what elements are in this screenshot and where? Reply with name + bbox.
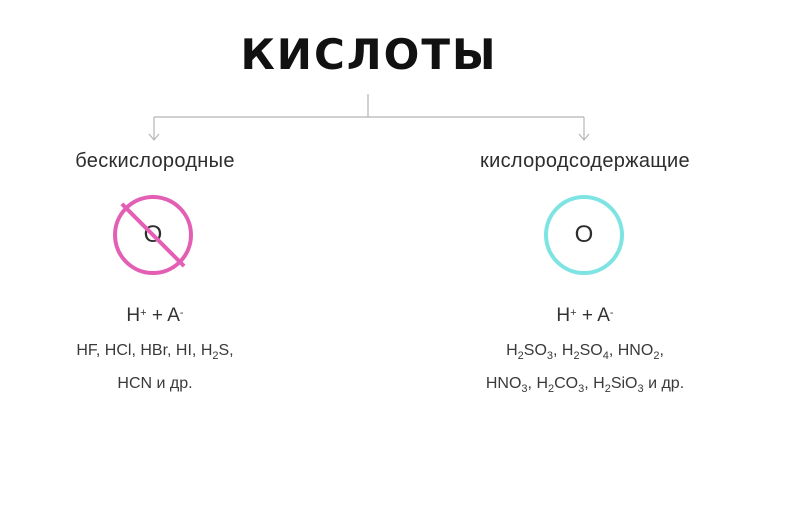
oxygen-icon: O xyxy=(544,195,634,285)
branch-label-oxygen-containing: кислородсодержащие xyxy=(480,150,690,172)
oxygen-free-branch: бескислородные O H+ + A- HF, HCl, HBr, H… xyxy=(30,150,280,397)
page-title: КИСЛОТЫ xyxy=(240,30,498,79)
examples-oxygen-free: HF, HCl, HBr, HI, H2S, HCN и др. xyxy=(30,337,280,397)
no-oxygen-icon: O xyxy=(113,195,203,285)
circle-ring xyxy=(544,195,624,275)
branch-label-oxygen-free: бескислородные xyxy=(75,150,235,172)
arrow-down-icon xyxy=(578,133,590,141)
arrow-down-icon xyxy=(148,133,160,141)
ion-formula: H+ + A- xyxy=(126,305,184,326)
examples-line-2: HNO3, H2CO3, H2SiO3 и др. xyxy=(485,375,685,396)
oxygen-symbol: O xyxy=(574,221,594,248)
examples-oxygen-containing: H2SO3, H2SO4, HNO2, HNO3, H2CO3, H2SiO3 … xyxy=(455,337,715,403)
oxygen-containing-branch: кислородсодержащие O H+ + A- H2SO3, H2SO… xyxy=(455,150,715,403)
ion-formula: H+ + A- xyxy=(556,305,614,326)
examples-line-1: HF, HCl, HBr, HI, H2S, xyxy=(76,342,234,363)
examples-line-2: HCN и др. xyxy=(117,375,193,393)
examples-line-1: H2SO3, H2SO4, HNO2, xyxy=(506,342,664,363)
circle-ring xyxy=(113,195,193,275)
